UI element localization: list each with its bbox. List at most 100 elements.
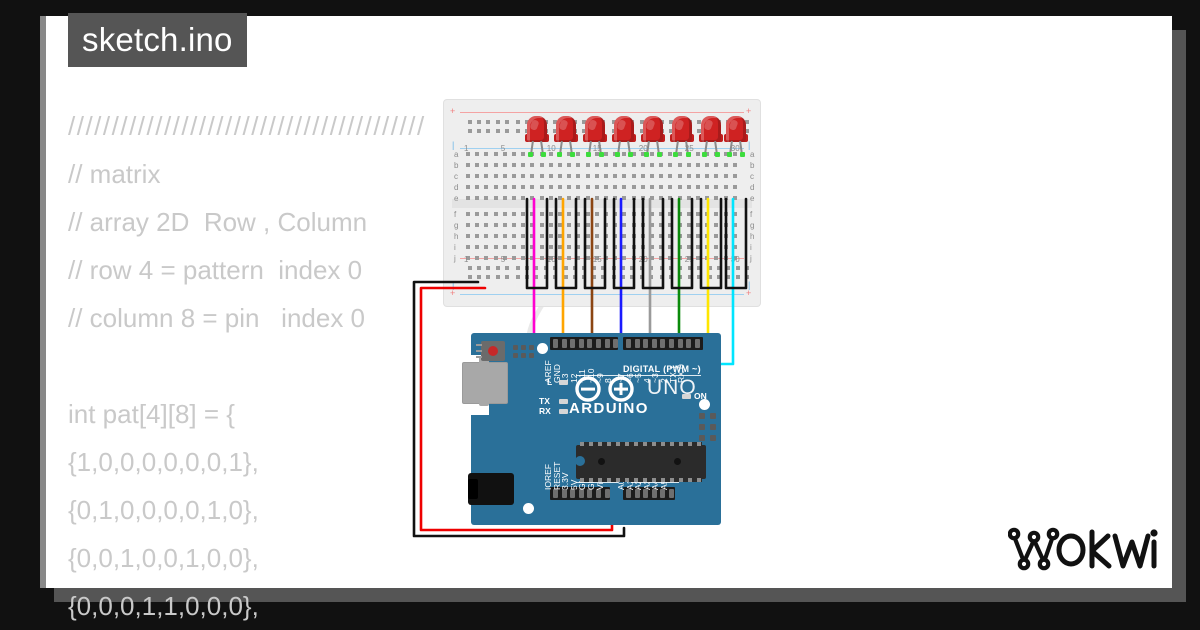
led[interactable]: [612, 116, 636, 157]
breadboard-hole[interactable]: [539, 234, 544, 238]
breadboard-hole[interactable]: [668, 245, 673, 249]
breadboard-hole[interactable]: [567, 196, 572, 200]
icsp-pin[interactable]: [710, 413, 716, 419]
header-pin[interactable]: [578, 489, 584, 498]
breadboard-hole[interactable]: [668, 196, 673, 200]
breadboard-hole[interactable]: [558, 185, 562, 189]
breadboard-hole[interactable]: [493, 163, 498, 167]
breadboard-rail-hole[interactable]: [504, 266, 509, 270]
breadboard-hole[interactable]: [475, 185, 480, 189]
header-pin[interactable]: [613, 339, 619, 348]
breadboard-hole[interactable]: [659, 185, 664, 189]
header-pin[interactable]: [553, 339, 558, 348]
breadboard-hole[interactable]: [604, 163, 608, 167]
breadboard-hole[interactable]: [650, 163, 654, 167]
breadboard-hole[interactable]: [567, 174, 572, 178]
breadboard-hole[interactable]: [594, 196, 599, 200]
breadboard-hole[interactable]: [696, 174, 700, 178]
breadboard-hole[interactable]: [539, 174, 544, 178]
breadboard-rail-hole[interactable]: [582, 120, 587, 124]
breadboard-hole[interactable]: [677, 174, 682, 178]
breadboard-rail-hole[interactable]: [564, 266, 568, 270]
breadboard-hole[interactable]: [576, 223, 581, 227]
breadboard-rail-hole[interactable]: [630, 266, 635, 270]
breadboard-hole[interactable]: [539, 163, 544, 167]
breadboard-hole[interactable]: [530, 185, 535, 189]
breadboard-rail-hole[interactable]: [717, 275, 722, 279]
breadboard-hole[interactable]: [521, 152, 526, 156]
breadboard-hole[interactable]: [466, 212, 470, 216]
breadboard-hole[interactable]: [539, 223, 544, 227]
breadboard-hole[interactable]: [668, 234, 673, 238]
breadboard-rail-hole[interactable]: [669, 129, 674, 133]
icsp-pin[interactable]: [699, 435, 705, 441]
breadboard-hole[interactable]: [622, 196, 627, 200]
breadboard-hole[interactable]: [576, 163, 581, 167]
breadboard-rail-hole[interactable]: [468, 266, 472, 270]
breadboard-hole[interactable]: [705, 152, 710, 156]
breadboard-hole[interactable]: [650, 245, 654, 249]
breadboard-hole[interactable]: [659, 174, 664, 178]
breadboard-hole[interactable]: [521, 256, 526, 260]
breadboard-rail-hole[interactable]: [504, 120, 509, 124]
breadboard-hole[interactable]: [585, 234, 590, 238]
breadboard-hole[interactable]: [466, 223, 470, 227]
header-pin[interactable]: [587, 339, 593, 348]
breadboard-hole[interactable]: [484, 223, 489, 227]
ground-wire[interactable]: [699, 197, 723, 290]
breadboard-hole[interactable]: [659, 212, 664, 216]
power-rail-wire[interactable]: [419, 286, 614, 532]
breadboard-hole[interactable]: [502, 256, 507, 260]
breadboard-hole[interactable]: [659, 234, 664, 238]
breadboard-hole[interactable]: [548, 196, 553, 200]
breadboard-hole[interactable]: [502, 163, 507, 167]
breadboard-hole[interactable]: [576, 212, 581, 216]
breadboard-rail-hole[interactable]: [504, 129, 509, 133]
header-pin[interactable]: [634, 339, 640, 348]
header-pin[interactable]: [686, 339, 692, 348]
header-pin[interactable]: [578, 339, 584, 348]
breadboard-hole[interactable]: [539, 196, 544, 200]
breadboard-hole[interactable]: [466, 152, 470, 156]
breadboard-hole[interactable]: [558, 256, 562, 260]
header-pin[interactable]: [634, 489, 640, 498]
breadboard-hole[interactable]: [548, 212, 553, 216]
header-pin[interactable]: [669, 339, 674, 348]
breadboard-hole[interactable]: [686, 223, 691, 227]
breadboard-rail-hole[interactable]: [495, 275, 500, 279]
breadboard-hole[interactable]: [732, 174, 737, 178]
breadboard-hole[interactable]: [714, 163, 719, 167]
breadboard-rail-hole[interactable]: [504, 275, 509, 279]
breadboard-hole[interactable]: [484, 163, 489, 167]
breadboard-hole[interactable]: [732, 196, 737, 200]
header-pin[interactable]: [651, 489, 657, 498]
breadboard-rail-hole[interactable]: [468, 120, 472, 124]
breadboard-hole[interactable]: [668, 212, 673, 216]
header-pin[interactable]: [626, 339, 631, 348]
breadboard-hole[interactable]: [493, 174, 498, 178]
breadboard-hole[interactable]: [539, 245, 544, 249]
led[interactable]: [670, 116, 694, 157]
header-pin[interactable]: [660, 489, 666, 498]
breadboard-hole[interactable]: [521, 223, 526, 227]
breadboard-rail-hole[interactable]: [744, 120, 749, 124]
breadboard-hole[interactable]: [622, 163, 627, 167]
breadboard-hole[interactable]: [622, 174, 627, 178]
breadboard-hole[interactable]: [512, 152, 516, 156]
breadboard-hole[interactable]: [530, 174, 535, 178]
breadboard-hole[interactable]: [631, 185, 636, 189]
breadboard-hole[interactable]: [714, 256, 719, 260]
breadboard-rail-hole[interactable]: [564, 275, 568, 279]
breadboard-hole[interactable]: [484, 196, 489, 200]
breadboard-hole[interactable]: [539, 256, 544, 260]
breadboard-hole[interactable]: [484, 234, 489, 238]
breadboard-hole[interactable]: [594, 163, 599, 167]
breadboard-hole[interactable]: [714, 174, 719, 178]
breadboard-hole[interactable]: [640, 163, 645, 167]
breadboard-hole[interactable]: [622, 223, 627, 227]
breadboard-hole[interactable]: [723, 185, 728, 189]
breadboard-hole[interactable]: [650, 174, 654, 178]
breadboard-hole[interactable]: [594, 234, 599, 238]
breadboard-hole[interactable]: [696, 196, 700, 200]
breadboard-rail-hole[interactable]: [516, 129, 520, 133]
